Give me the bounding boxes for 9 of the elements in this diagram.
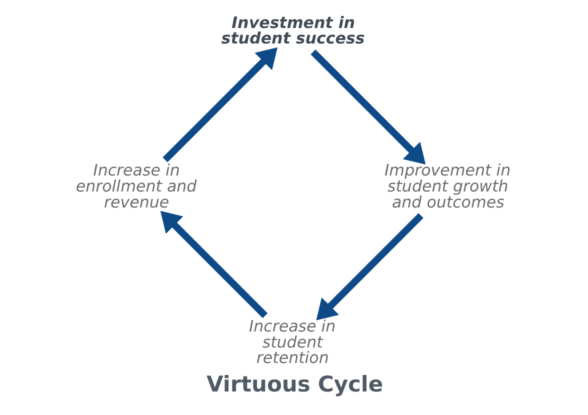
diagram-title: Virtuous Cycle [206,372,383,398]
node-text: Improvement in student growth and outcomes [384,160,510,212]
arrow [162,47,278,162]
node-text: Increase in student retention [248,316,336,368]
arrow [316,213,423,320]
node-text: Investment in student success [220,12,364,48]
arrow [310,50,426,165]
node-text: Increase in enrollment and revenue [75,160,196,212]
arrow [160,210,268,318]
